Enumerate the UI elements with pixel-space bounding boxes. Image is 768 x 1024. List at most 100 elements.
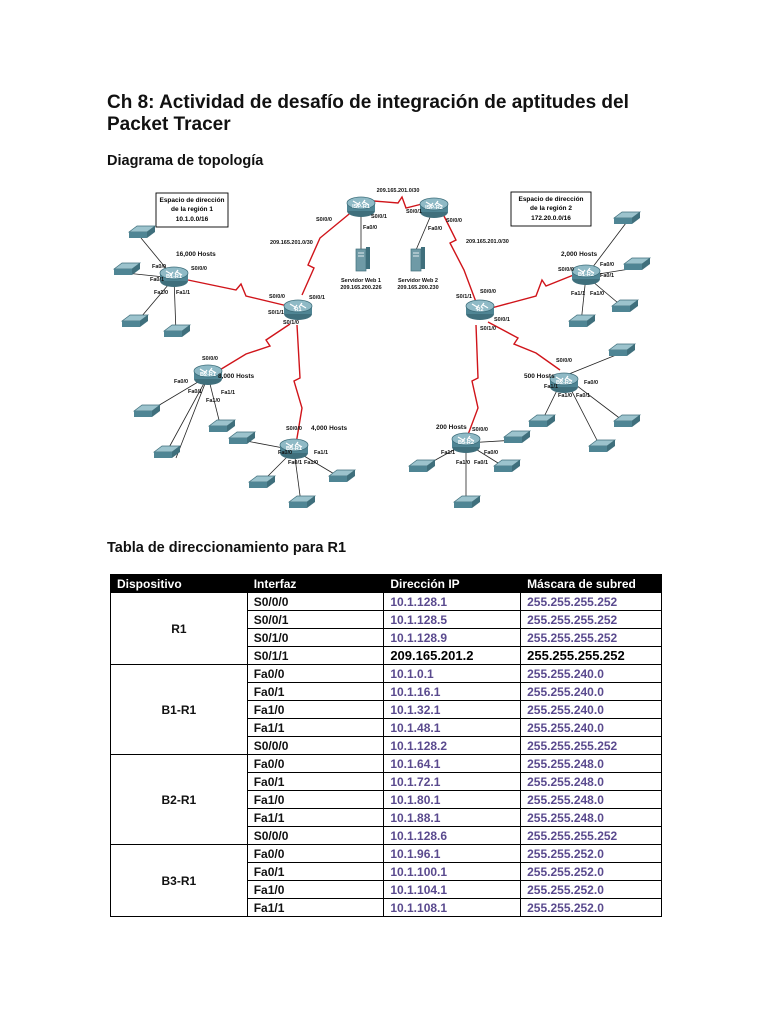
b3-r2-fa00-label: Fa0/0 <box>484 450 498 456</box>
ip-cell: 10.1.128.1 <box>383 592 522 611</box>
region1-box: Espacio de dirección de la región 1 10.1… <box>155 192 229 228</box>
b2-r2-fa10-label: Fa1/0 <box>558 393 572 399</box>
b1-r1-hosts: 16,000 Hosts <box>176 251 216 258</box>
switch-icon <box>453 495 481 509</box>
b2-r1-name: B2-R1 <box>200 372 216 378</box>
switch-icon <box>613 211 641 225</box>
switch-icon <box>611 299 639 313</box>
table-row: Fa1/1 10.1.108.1 255.255.252.0 <box>111 898 662 917</box>
region2-label-line1: Espacio de dirección <box>518 196 583 203</box>
b3-r1-fa10-label: Fa1/0 <box>304 460 318 466</box>
addressing-table: Dispositivo Interfaz Dirección IP Máscar… <box>110 574 662 917</box>
b1-r2-fa11-label: Fa1/1 <box>571 291 585 297</box>
switch-icon <box>608 343 636 357</box>
region2-label-line2: de la región 2 <box>530 205 572 212</box>
r1-s001-label: S0/0/1 <box>309 295 325 301</box>
table-row: Fa1/1 10.1.48.1 255.255.240.0 <box>111 718 662 737</box>
r1-s010-label: S0/1/0 <box>283 320 299 326</box>
switch-icon <box>133 404 161 418</box>
b2-r2-fa01-label: Fa0/1 <box>576 393 590 399</box>
interface-cell: S0/1/1 <box>246 646 385 665</box>
mask-cell: 255.255.255.252 <box>520 826 662 845</box>
table-row: R1 S0/0/0 10.1.128.1 255.255.255.252 <box>110 592 662 665</box>
ip-cell: 10.1.108.1 <box>383 898 522 917</box>
isp-r2-name: ISP-R2 <box>425 205 443 211</box>
r1-s011-label: S0/1/1 <box>268 310 284 316</box>
ip-cell: 209.165.201.2 <box>383 646 522 665</box>
b2-r1-fa11-label: Fa1/1 <box>221 390 235 396</box>
r2-isp-net-label: 209.165.201.0/30 <box>466 239 509 245</box>
mask-cell: 255.255.248.0 <box>520 790 662 809</box>
region1-label-line3: 10.1.0.0/16 <box>176 216 209 223</box>
isp2-fa00-label: Fa0/0 <box>428 226 442 232</box>
isp2-s000-label: S0/0/0 <box>446 218 462 224</box>
table-row: Fa0/1 10.1.16.1 255.255.240.0 <box>111 682 662 701</box>
b2-r2-hosts: 500 Hosts <box>524 373 555 380</box>
table-heading: Tabla de direccionamiento para R1 <box>107 540 347 556</box>
serial-links <box>187 195 577 445</box>
b1-r2-s000-label: S0/0/0 <box>558 267 574 273</box>
interface-cell: Fa1/1 <box>246 898 385 917</box>
ip-cell: 10.1.48.1 <box>383 718 522 737</box>
mask-cell: 255.255.240.0 <box>520 682 662 701</box>
r2-name: R2 <box>476 307 483 313</box>
interface-cell: Fa0/0 <box>246 754 385 773</box>
b3-r1-fa11-label: Fa1/1 <box>314 450 328 456</box>
device-cell: B2-R1 <box>110 754 248 845</box>
interface-cell: Fa0/1 <box>246 862 385 881</box>
server2-name: Servidor Web 2 <box>398 278 438 284</box>
ip-cell: 10.1.0.1 <box>383 664 522 683</box>
interface-cell: Fa1/0 <box>246 700 385 719</box>
b3-r2-name: B3-R2 <box>458 440 474 446</box>
b2-r1-fa00-label: Fa0/0 <box>174 379 188 385</box>
b3-r2-s000-label: S0/0/0 <box>472 427 488 433</box>
header-interface: Interfaz <box>246 574 385 593</box>
table-row: B1-R1 Fa0/0 10.1.0.1 255.255.240.0 <box>110 664 662 755</box>
isp1-s001-label: S0/0/1 <box>371 214 387 220</box>
web-server-1-icon <box>355 246 371 272</box>
b2-r1-fa10-label: Fa1/0 <box>206 398 220 404</box>
b3-r1-hosts: 4,000 Hosts <box>311 425 348 432</box>
header-ip-address: Dirección IP <box>383 574 522 593</box>
interface-cell: S0/0/1 <box>246 610 385 629</box>
mask-cell: 255.255.240.0 <box>520 718 662 737</box>
switch-icon <box>113 262 141 276</box>
ip-cell: 10.1.72.1 <box>383 772 522 791</box>
interface-cell: S0/1/0 <box>246 628 385 647</box>
mask-cell: 255.255.252.0 <box>520 898 662 917</box>
switch-icon <box>128 225 156 239</box>
header-device: Dispositivo <box>110 574 248 593</box>
b3-r2-hosts: 200 Hosts <box>436 424 467 431</box>
ip-cell: 10.1.128.6 <box>383 826 522 845</box>
interface-cell: Fa1/0 <box>246 790 385 809</box>
r2-s010-label: S0/1/0 <box>480 326 496 332</box>
interface-cell: Fa0/0 <box>246 844 385 863</box>
ip-cell: 10.1.104.1 <box>383 880 522 899</box>
ip-cell: 10.1.96.1 <box>383 844 522 863</box>
device-cell: B1-R1 <box>110 664 248 755</box>
interface-cell: Fa0/1 <box>246 772 385 791</box>
header-subnet-mask: Máscara de subred <box>520 574 662 593</box>
b2-r1-hosts: 8,000 Hosts <box>218 373 255 380</box>
switch-icon <box>408 459 436 473</box>
region1-label-line2: de la región 1 <box>171 206 213 213</box>
mask-cell: 255.255.248.0 <box>520 754 662 773</box>
web-server-2-icon <box>410 246 426 272</box>
r2-s000-label: S0/0/0 <box>480 289 496 295</box>
table-row: Fa1/0 10.1.32.1 255.255.240.0 <box>111 700 662 719</box>
b1-r1-fa11-label: Fa1/1 <box>176 290 190 296</box>
ip-cell: 10.1.128.2 <box>383 736 522 755</box>
mask-cell: 255.255.252.0 <box>520 844 662 863</box>
b3-r2-fa10-label: Fa1/0 <box>456 460 470 466</box>
interface-cell: Fa1/0 <box>246 880 385 899</box>
b1-r1-fa00-label: Fa0/0 <box>152 264 166 270</box>
switch-icon <box>288 495 316 509</box>
table-row: S0/1/1 209.165.201.2 255.255.255.252 <box>111 646 662 665</box>
b2-r2-fa00-label: Fa0/0 <box>584 380 598 386</box>
b2-r1-s000-label: S0/0/0 <box>202 356 218 362</box>
switch-icon <box>248 475 276 489</box>
ip-cell: 10.1.100.1 <box>383 862 522 881</box>
mask-cell: 255.255.255.252 <box>520 610 662 629</box>
isp2-s001-label: S0/0/1 <box>406 209 422 215</box>
table-row: B2-R1 Fa0/0 10.1.64.1 255.255.248.0 <box>110 754 662 845</box>
